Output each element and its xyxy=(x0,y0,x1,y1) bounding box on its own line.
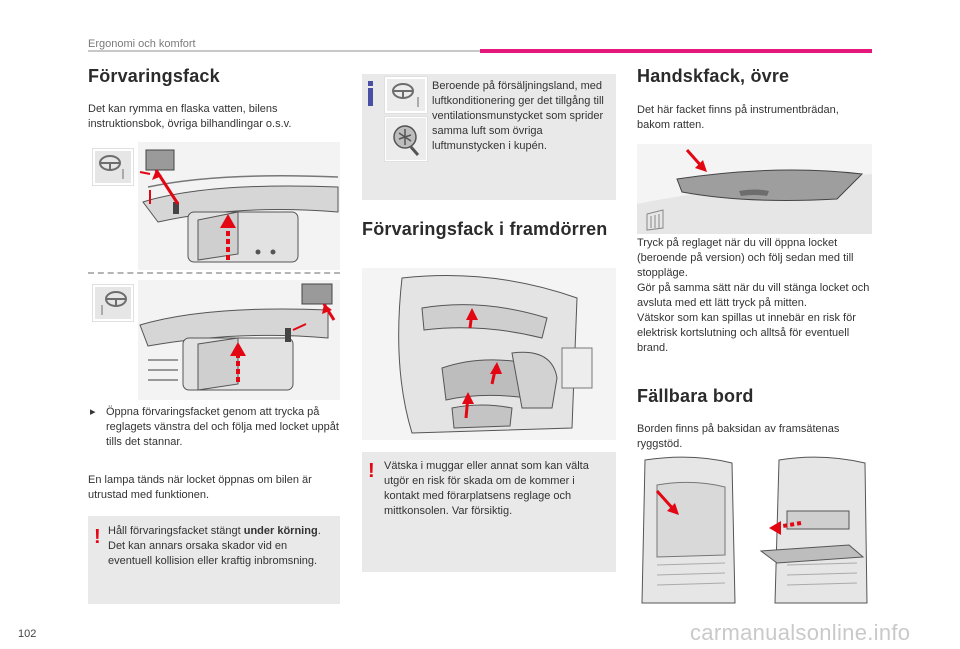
storage-lamp-text: En lampa tänds när locket öppnas om bile… xyxy=(88,474,312,501)
upper-glovebox-warning-text: Vätskor som kan spillas ut innebär en ri… xyxy=(637,312,856,354)
figure-door-pocket xyxy=(362,268,616,440)
upper-glovebox-intro: Det här facket finns på instrumentbrädan… xyxy=(637,104,839,131)
figure-upper-glovebox xyxy=(637,144,872,234)
figure-folding-tables xyxy=(637,455,872,605)
warning-box-storage xyxy=(88,516,340,604)
warning-exclamation-icon: ! xyxy=(368,460,375,482)
heading-door-storage: Förvaringsfack i framdörren xyxy=(362,219,608,239)
section-label: Ergonomi och komfort xyxy=(88,38,196,50)
figure-glovebox-lhd xyxy=(88,142,340,270)
warning-storage-text: Håll förvaringsfacket stängt under körni… xyxy=(108,525,321,567)
heading-upper-glovebox: Handskfack, övre xyxy=(637,66,790,86)
header-rule-grey xyxy=(88,50,480,52)
figure-glovebox-rhd xyxy=(88,280,340,400)
steering-wheel-lhd-icon xyxy=(92,148,134,186)
page-number: 102 xyxy=(18,628,37,640)
watermark: carmanualsonline.info xyxy=(690,620,911,645)
upper-glovebox-body: Tryck på reglaget när du vill öppna lock… xyxy=(637,236,872,356)
warning-box-door xyxy=(362,452,616,572)
ventilation-info-text: Beroende på försäljningsland, med luftko… xyxy=(432,80,604,152)
heading-storage: Förvaringsfack xyxy=(88,66,220,86)
info-icon xyxy=(368,81,373,106)
heading-folding-tables: Fällbara bord xyxy=(637,386,754,406)
storage-intro: Det kan rymma en flaska vatten, bilens i… xyxy=(88,103,292,130)
air-vent-icon xyxy=(384,116,428,162)
upper-glovebox-open-text: Tryck på reglaget när du vill öppna lock… xyxy=(637,237,854,279)
warning-exclamation-icon: ! xyxy=(94,526,101,548)
upper-glovebox-close-text: Gör på samma sätt när du vill stänga loc… xyxy=(637,282,870,309)
header-rule-accent xyxy=(480,49,872,53)
storage-instruction: Öppna förvaringsfacket genom att trycka … xyxy=(106,406,339,448)
figure-separator xyxy=(88,272,340,274)
folding-tables-text: Borden finns på baksidan av framsätenas … xyxy=(637,423,840,450)
instruction-bullet-icon: ▸ xyxy=(90,406,96,418)
steering-wheel-rhd-icon xyxy=(92,284,134,322)
warning-door-text: Vätska i muggar eller annat som kan vält… xyxy=(384,460,589,517)
steering-wheel-icon xyxy=(384,76,428,114)
